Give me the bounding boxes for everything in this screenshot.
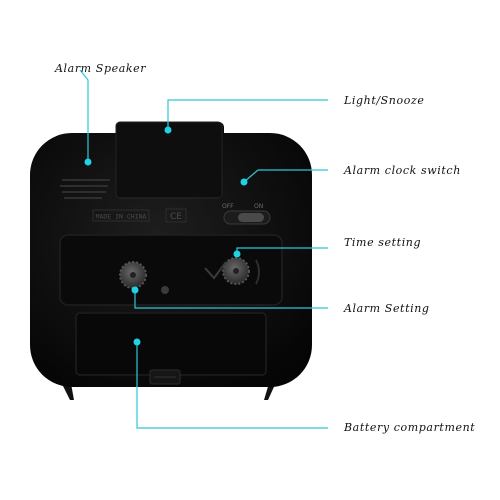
- ce-mark-text: CE: [170, 212, 182, 222]
- direction-arrow-icon: [204, 261, 227, 280]
- callout-line-alarm-setting: [134, 290, 328, 309]
- callout-line-light-snooze: [167, 99, 328, 130]
- callout-dot-light-snooze: [164, 126, 172, 134]
- label-battery-compartment: Battery compartment: [344, 421, 476, 434]
- rotate-arc-icon: [255, 259, 260, 285]
- alarm-hand-peg: [161, 286, 169, 294]
- callout-line-battery: [136, 342, 328, 429]
- label-alarm-speaker: Alarm Speaker: [55, 62, 147, 75]
- label-alarm-setting: Alarm Setting: [344, 302, 430, 315]
- switch-on-label: ON: [254, 203, 263, 210]
- alarm-switch-knob[interactable]: [238, 213, 264, 222]
- callout-dot-battery: [133, 338, 141, 346]
- made-in-china-emboss: [92, 209, 150, 222]
- ce-mark-frame: [165, 208, 187, 223]
- callout-dot-alarm-speaker: [84, 158, 92, 166]
- label-time-setting: Time setting: [344, 236, 422, 249]
- callout-dot-alarm-switch: [240, 178, 248, 186]
- callout-lines: [79, 69, 328, 429]
- callout-dot-alarm-setting: [131, 286, 139, 294]
- callout-dot-time-setting: [233, 250, 241, 258]
- light-snooze-bar-front: [115, 121, 223, 199]
- speaker-grille: [60, 179, 110, 199]
- switch-off-label: OFF: [222, 203, 234, 210]
- callout-line-alarm-speaker: [79, 69, 89, 162]
- settings-recess: [59, 234, 283, 306]
- label-light-snooze: Light/Snooze: [344, 94, 425, 107]
- callout-dots: [84, 126, 248, 346]
- battery-compartment-door[interactable]: [75, 312, 267, 376]
- label-alarm-clock-switch: Alarm clock switch: [344, 164, 461, 177]
- made-in-china-text: MADE IN CHINA: [96, 213, 147, 221]
